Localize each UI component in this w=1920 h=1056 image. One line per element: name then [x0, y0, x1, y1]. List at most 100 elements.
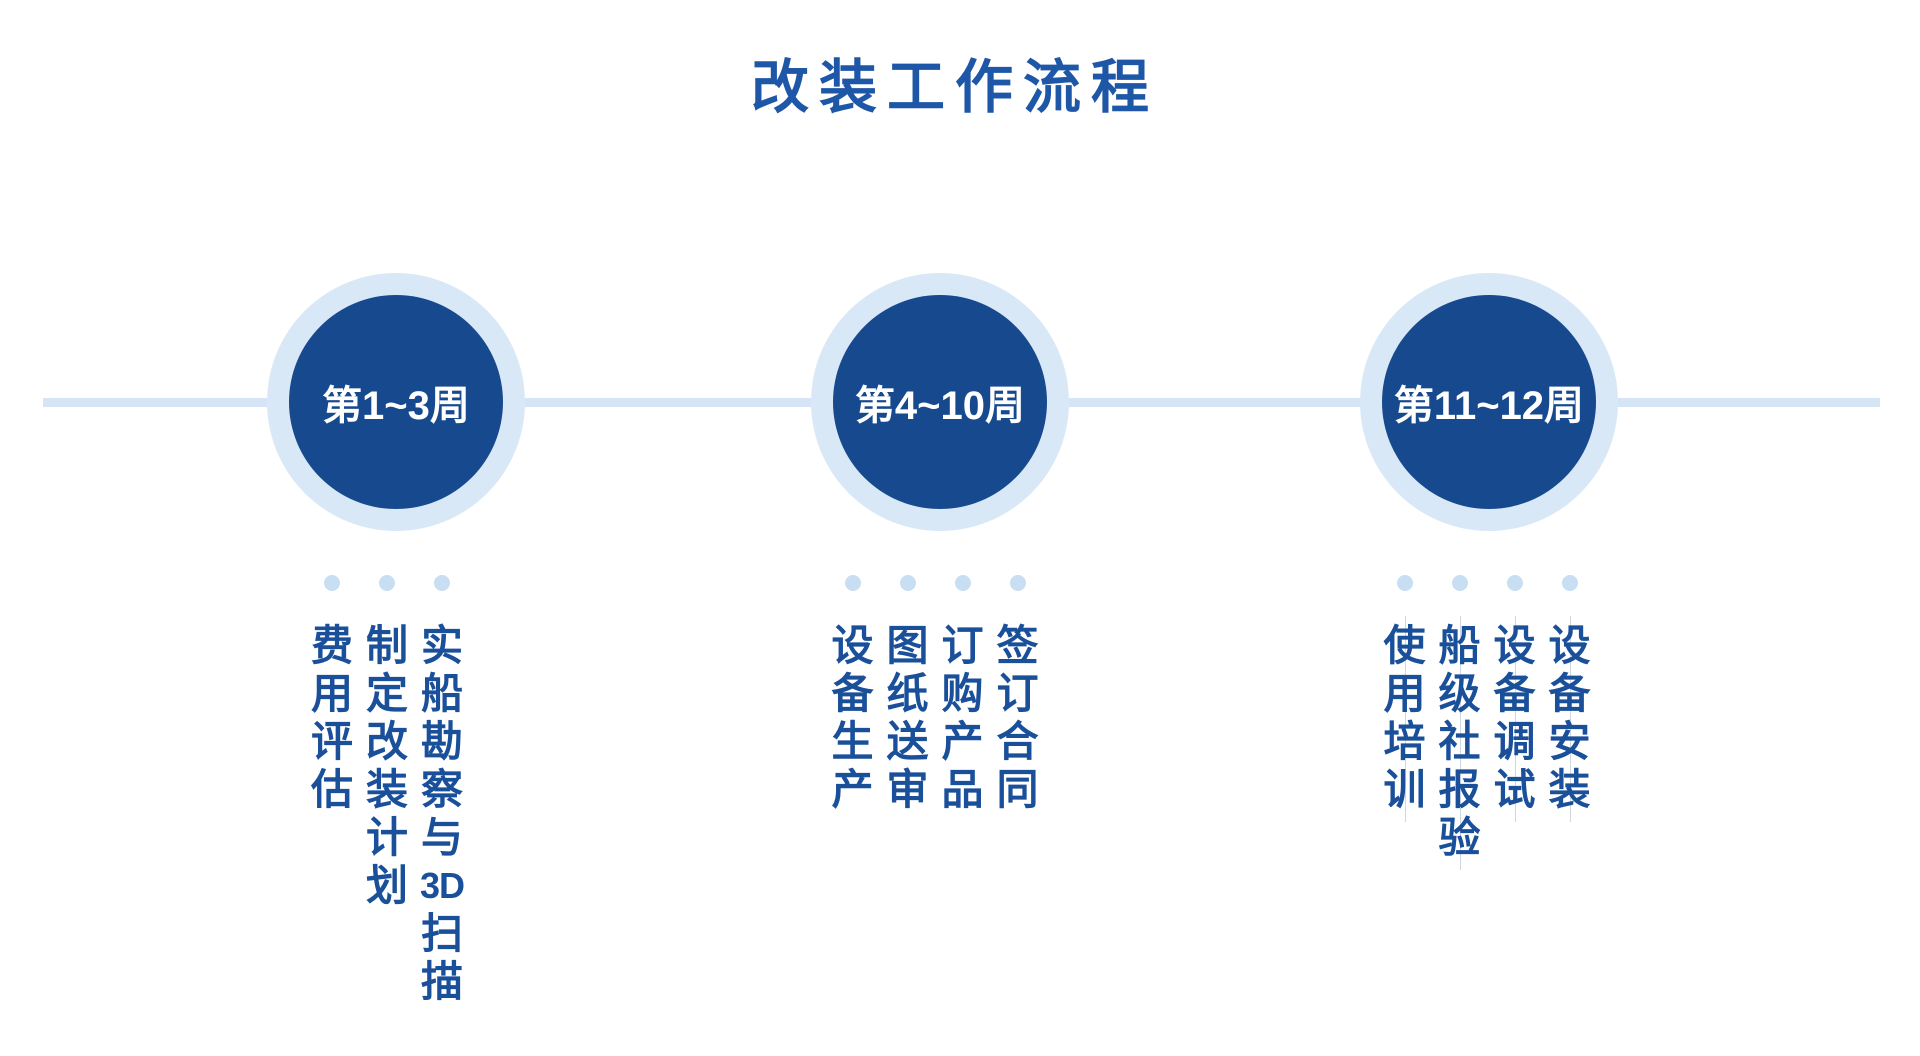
item-char: 勘 — [420, 718, 463, 765]
milestone-week-label: 第11~12周 — [1393, 384, 1585, 428]
item-char: 试 — [1493, 766, 1536, 813]
item-char: 扫 — [420, 910, 463, 957]
page-title: 改装工作流程 — [750, 55, 1159, 120]
item-char: 订 — [941, 622, 984, 669]
item-char: 纸 — [886, 670, 929, 717]
milestone-week-label: 第4~10周 — [854, 384, 1026, 428]
dot-cell — [1487, 575, 1542, 591]
item-column-3: 图纸送审 — [880, 622, 935, 814]
dot-cell — [990, 575, 1045, 591]
item-char: 备 — [1493, 670, 1536, 717]
dot-icon — [1506, 575, 1523, 591]
item-char: 制 — [365, 622, 408, 669]
dot-icon — [379, 575, 395, 591]
item-char: 备 — [831, 670, 874, 717]
item-char: 设 — [831, 622, 874, 669]
item-char: 品 — [941, 766, 984, 813]
dot-icon — [1561, 575, 1578, 591]
item-char: 审 — [886, 766, 929, 813]
item-char: 培 — [1383, 718, 1426, 765]
item-char: 合 — [996, 718, 1039, 765]
item-char: 装 — [1548, 766, 1591, 813]
dot-icon — [844, 575, 861, 591]
dot-cell — [825, 575, 880, 591]
item-char: 改 — [365, 718, 408, 765]
dot-icon — [954, 575, 971, 591]
item-char: 用 — [310, 670, 353, 717]
item-char: 评 — [310, 718, 353, 765]
item-char: 使 — [1383, 622, 1426, 669]
dot-icon — [434, 575, 450, 591]
item-char: 购 — [941, 670, 984, 717]
item-char: 描 — [420, 958, 463, 1005]
milestone-ring: 第4~10周 — [811, 273, 1069, 531]
dot-icon — [324, 575, 340, 591]
milestone-2: 第4~10周签订合同订购产品图纸送审设备生产 — [811, 273, 1069, 814]
milestone-circle: 第11~12周 — [1382, 295, 1596, 509]
dots-row — [825, 575, 1045, 591]
milestone-content: 设备安装设备调试船级社报验使用培训 — [1377, 531, 1597, 870]
milestone-circle: 第1~3周 — [289, 295, 503, 509]
item-char: 产 — [941, 718, 984, 765]
item-char: 订 — [996, 670, 1039, 717]
dot-icon — [1009, 575, 1026, 591]
item-char: 签 — [996, 622, 1039, 669]
milestone-ring: 第11~12周 — [1360, 273, 1618, 531]
item-char: 实 — [420, 622, 463, 669]
item-char: 训 — [1383, 766, 1426, 813]
item-char: 3D — [419, 865, 465, 906]
dot-cell — [1542, 575, 1597, 591]
item-char: 用 — [1383, 670, 1426, 717]
item-column-2: 制定改装计划 — [360, 622, 415, 910]
item-char: 装 — [365, 766, 408, 813]
item-char: 送 — [886, 718, 929, 765]
item-char: 产 — [831, 766, 874, 813]
milestone-3: 第11~12周设备安装设备调试船级社报验使用培训 — [1360, 273, 1618, 870]
item-column-2: 订购产品 — [935, 622, 990, 814]
item-column-1: 设备安装 — [1542, 616, 1597, 822]
dot-cell — [935, 575, 990, 591]
dot-icon — [899, 575, 916, 591]
item-char: 图 — [886, 622, 929, 669]
dot-icon — [1396, 575, 1413, 591]
item-column-3: 费用评估 — [305, 622, 360, 814]
item-char: 计 — [365, 814, 408, 861]
item-char: 费 — [310, 622, 353, 669]
item-char: 估 — [310, 766, 353, 813]
dot-cell — [305, 575, 360, 591]
dots-row — [305, 575, 470, 591]
item-char: 船 — [420, 670, 463, 717]
dot-cell — [1377, 575, 1432, 591]
dots-row — [1377, 575, 1597, 591]
milestone-circle: 第4~10周 — [833, 295, 1047, 509]
item-column-3: 船级社报验 — [1432, 616, 1487, 870]
item-char: 备 — [1548, 670, 1591, 717]
dot-cell — [1432, 575, 1487, 591]
item-char: 船 — [1438, 622, 1481, 669]
item-char: 报 — [1438, 766, 1481, 813]
item-char: 社 — [1438, 718, 1481, 765]
item-char: 设 — [1493, 622, 1536, 669]
item-char: 察 — [420, 766, 463, 813]
items-columns: 签订合同订购产品图纸送审设备生产 — [825, 622, 1045, 814]
dot-cell — [415, 575, 470, 591]
dot-icon — [1451, 575, 1468, 591]
items-columns: 设备安装设备调试船级社报验使用培训 — [1377, 616, 1597, 870]
item-column-1: 签订合同 — [990, 622, 1045, 814]
item-char: 设 — [1548, 622, 1591, 669]
item-column-2: 设备调试 — [1487, 616, 1542, 822]
item-char: 定 — [365, 670, 408, 717]
item-char: 调 — [1493, 718, 1536, 765]
item-char: 与 — [420, 814, 463, 861]
item-char: 同 — [996, 766, 1039, 813]
milestone-content: 签订合同订购产品图纸送审设备生产 — [825, 531, 1045, 814]
milestone-ring: 第1~3周 — [267, 273, 525, 531]
item-char: 级 — [1438, 670, 1481, 717]
dot-cell — [360, 575, 415, 591]
item-char: 安 — [1548, 718, 1591, 765]
item-char: 生 — [831, 718, 874, 765]
dot-cell — [880, 575, 935, 591]
item-column-4: 设备生产 — [825, 622, 880, 814]
